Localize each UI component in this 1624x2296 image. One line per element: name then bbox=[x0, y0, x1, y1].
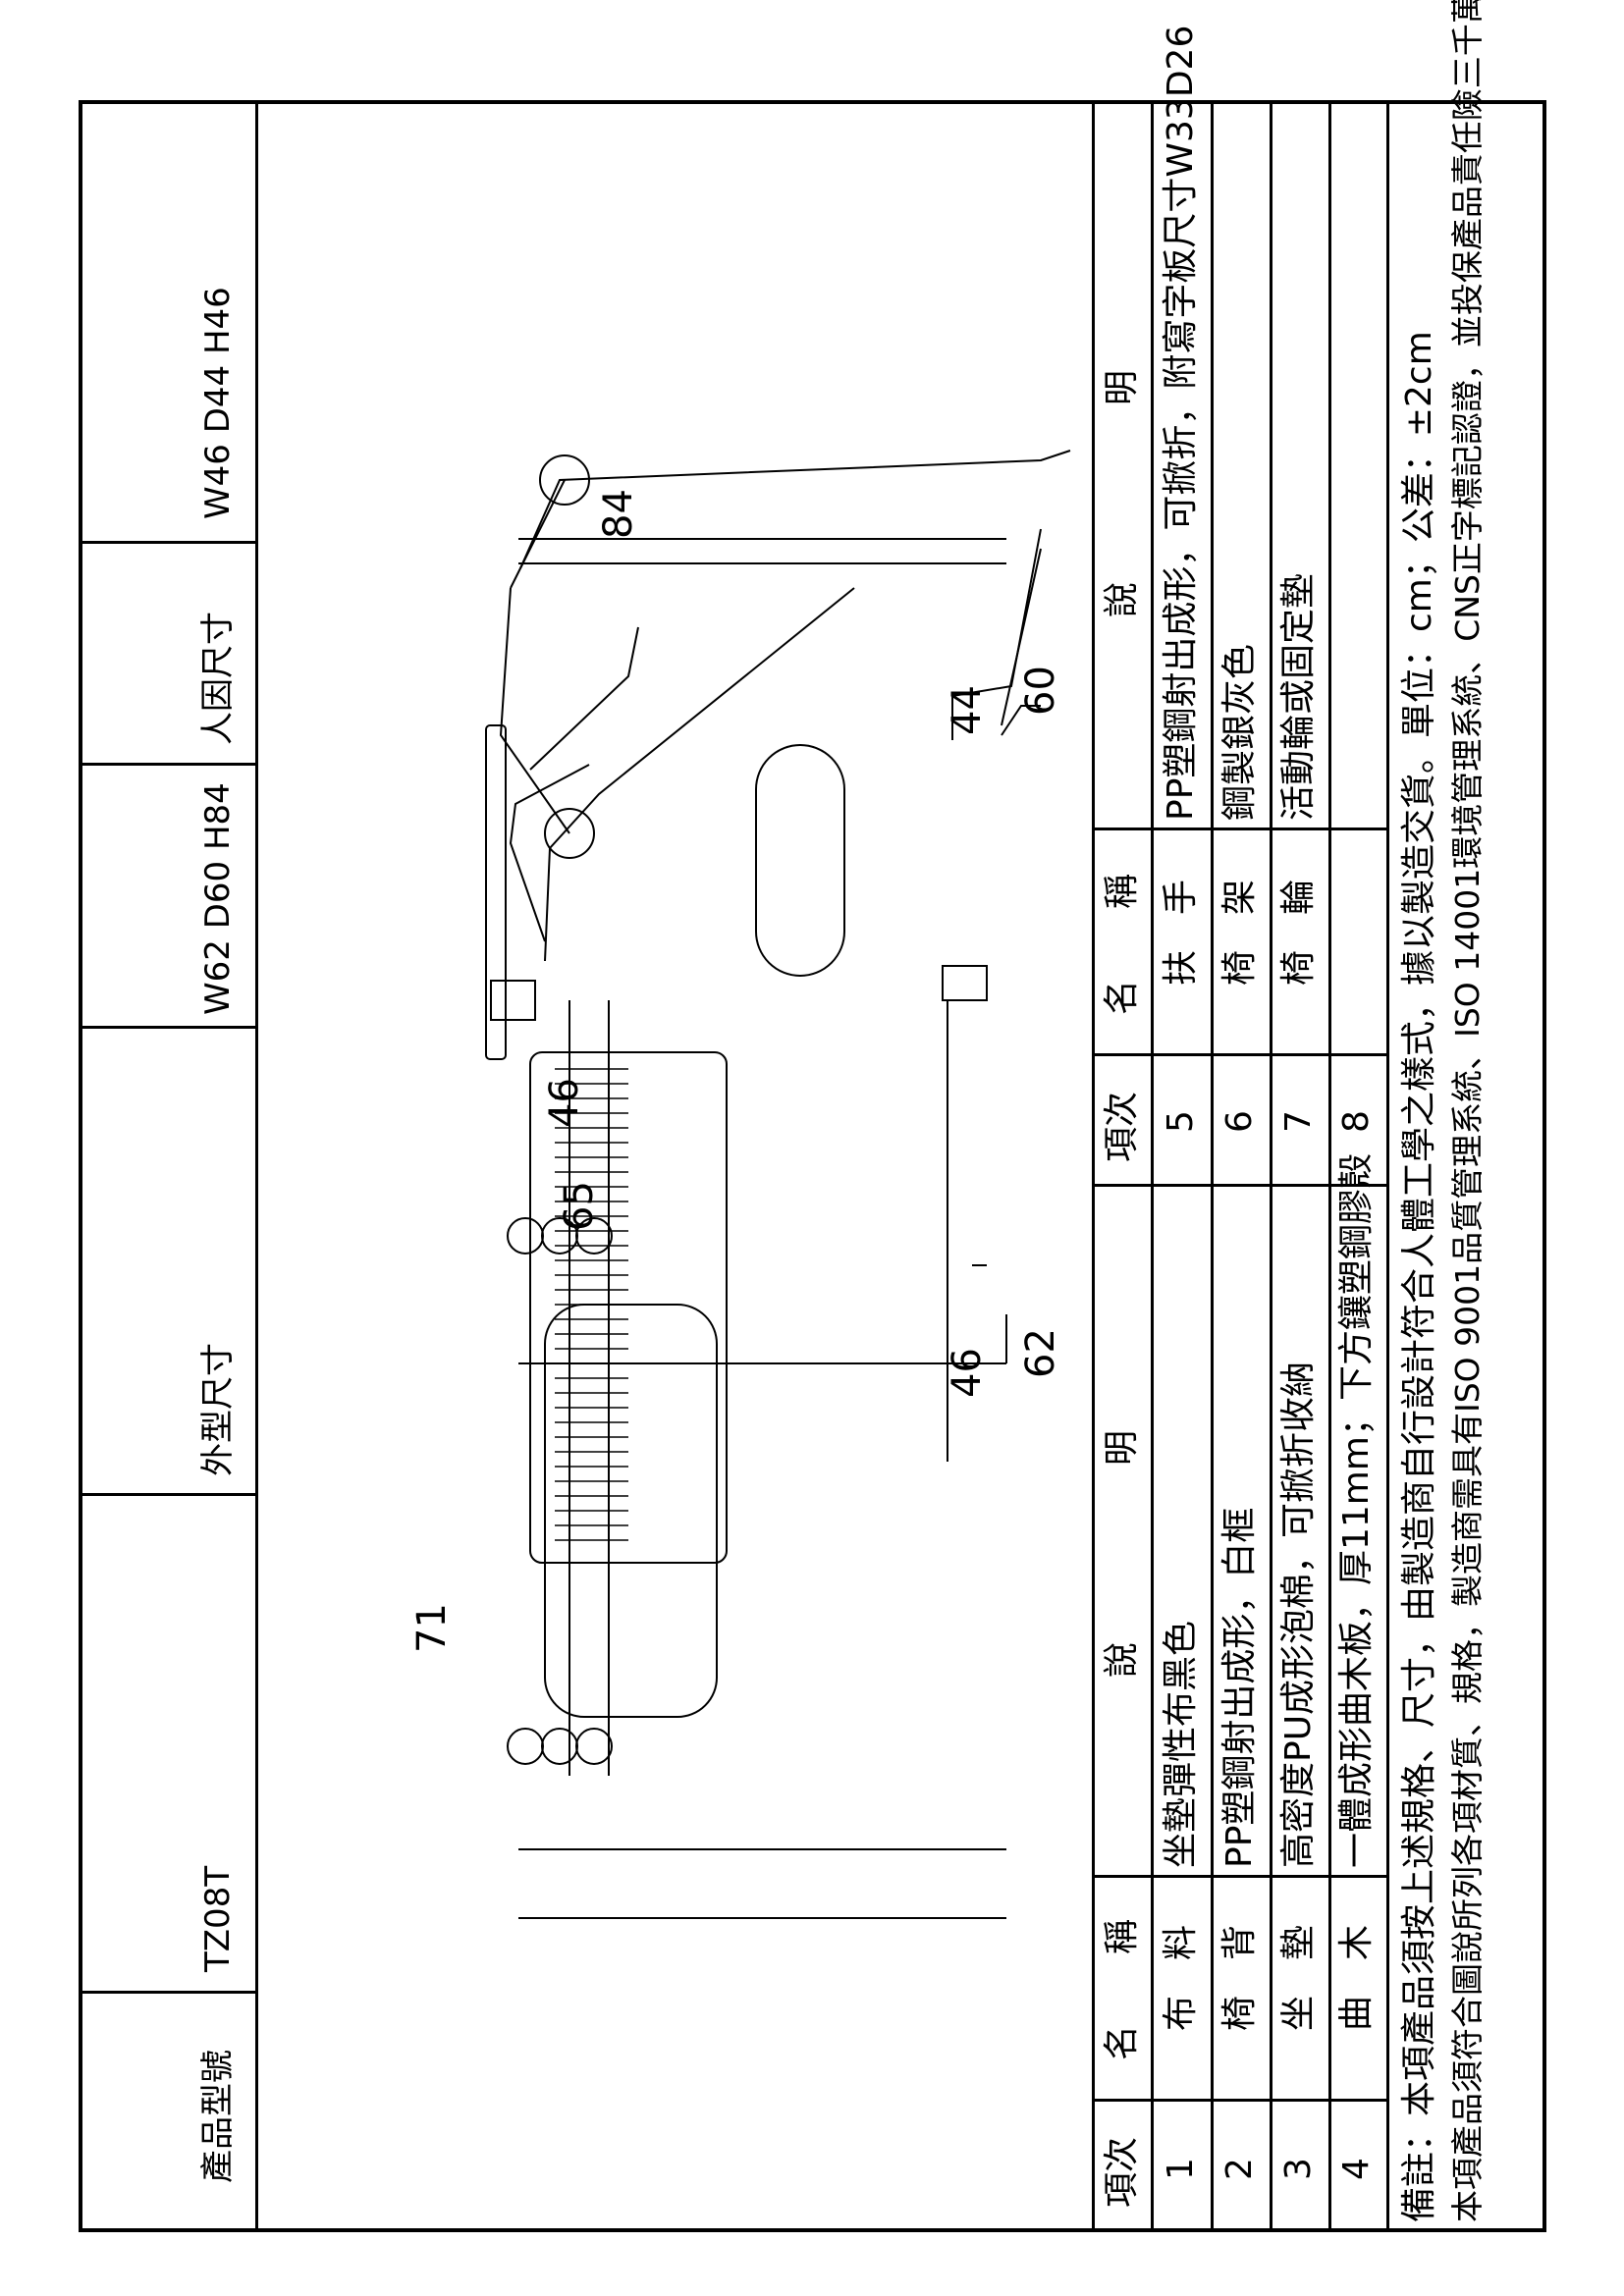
dim-side-length: 84 bbox=[596, 489, 641, 539]
dim-side-height-outer: 60 bbox=[1018, 666, 1063, 716]
side-view-drawing bbox=[499, 450, 1071, 977]
dim-top-depth-inner: 46 bbox=[945, 1348, 990, 1398]
dim-front-seat-width: 46 bbox=[542, 1078, 587, 1128]
dimension-lines bbox=[518, 538, 1007, 1919]
dim-front-total-width: 65 bbox=[557, 1181, 602, 1231]
top-view-drawing bbox=[485, 724, 988, 1776]
dim-side-height-inner: 44 bbox=[945, 685, 990, 735]
dim-top-width: 71 bbox=[409, 1603, 455, 1653]
dim-top-depth-outer: 62 bbox=[1018, 1328, 1063, 1378]
